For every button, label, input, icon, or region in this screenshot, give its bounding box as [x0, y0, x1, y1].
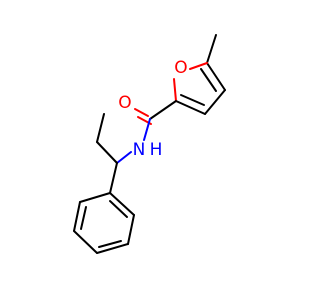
amide-hydrogen-label: H	[150, 140, 163, 160]
bond-ph-5-6	[73, 201, 81, 232]
bond-carbonyl-double-1	[134, 108, 149, 117]
bond-furan-c5-c4-double	[200, 68, 217, 92]
bond-furan-c3-c2-double	[180, 94, 205, 106]
bond-methyl	[206, 34, 217, 64]
bond-ph-inner-c	[80, 206, 87, 230]
bond-ph-inner-a	[109, 200, 128, 218]
bond-n-ch	[116, 151, 132, 164]
ring-oxygen-label: O	[174, 58, 187, 78]
bond-furan-c2-o	[173, 78, 177, 102]
bond-ph-inner-b	[98, 240, 122, 248]
bond-furan-c5-c4	[206, 62, 226, 91]
carbonyl-oxygen-label: O	[118, 93, 131, 113]
bond-ph-1-2	[109, 192, 135, 216]
bond-ch-ch2	[96, 141, 118, 164]
bond-ph-6-1	[79, 192, 111, 203]
bond-ph-3-4	[96, 243, 129, 254]
molecule-diagram: O O N H	[73, 34, 226, 254]
bond-ch-phenyl	[109, 162, 118, 194]
structure-svg: O O N H	[73, 34, 226, 254]
bond-ph-2-3	[127, 214, 135, 245]
bond-furan-c3-c2	[175, 100, 206, 115]
bond-carbonyl-n	[143, 118, 151, 141]
bond-c2-carbonyl	[149, 100, 177, 120]
bond-furan-c4-c3	[204, 89, 226, 115]
bond-furan-o-c5	[189, 62, 208, 70]
bond-ch2-ch3	[96, 113, 105, 143]
amide-nitrogen-label: N	[133, 140, 146, 160]
bond-ph-4-5	[73, 230, 98, 254]
